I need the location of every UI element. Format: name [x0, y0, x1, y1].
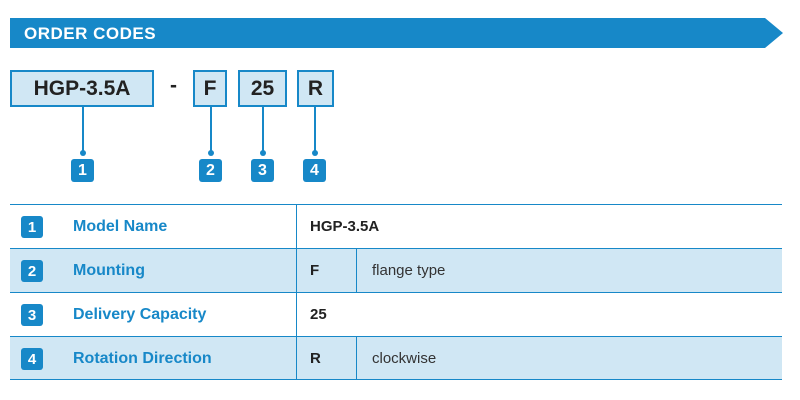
row-label: Rotation Direction — [73, 350, 212, 367]
row-code: R — [310, 350, 321, 367]
row-number-badge: 3 — [21, 304, 43, 326]
callout-line-3 — [262, 107, 264, 153]
callout-dot-2 — [208, 150, 214, 156]
column-divider — [296, 293, 297, 336]
row-number-badge: 1 — [21, 216, 43, 238]
row-label: Model Name — [73, 218, 168, 235]
code-box-rotation: R — [297, 70, 334, 107]
row-description: clockwise — [372, 350, 437, 367]
order-code-table: 1 Model Name HGP-3.5A 2 Mounting F flang… — [10, 204, 782, 380]
callout-badge-2: 2 — [199, 159, 222, 182]
column-divider — [356, 249, 357, 292]
row-number-badge: 2 — [21, 260, 43, 282]
code-box-capacity: 25 — [238, 70, 287, 107]
callout-dot-1 — [80, 150, 86, 156]
callout-dot-4 — [312, 150, 318, 156]
callout-line-2 — [210, 107, 212, 153]
table-row-capacity: 3 Delivery Capacity 25 — [10, 292, 782, 336]
table-row-rotation: 4 Rotation Direction R clockwise — [10, 336, 782, 380]
table-row-model: 1 Model Name HGP-3.5A — [10, 204, 782, 248]
row-code: F — [310, 262, 320, 279]
row-description: flange type — [372, 262, 446, 279]
table-row-mounting: 2 Mounting F flange type — [10, 248, 782, 292]
code-dash: - — [170, 74, 177, 97]
header-title: ORDER CODES — [24, 24, 157, 43]
callout-dot-3 — [260, 150, 266, 156]
callout-badge-3: 3 — [251, 159, 274, 182]
callout-badge-1: 1 — [71, 159, 94, 182]
code-box-model: HGP-3.5A — [10, 70, 154, 107]
column-divider — [296, 249, 297, 292]
row-number-badge: 4 — [21, 348, 43, 370]
order-codes-header: ORDER CODES — [10, 18, 783, 48]
callout-badge-4: 4 — [303, 159, 326, 182]
column-divider — [356, 337, 357, 379]
code-box-mounting: F — [193, 70, 227, 107]
callout-line-4 — [314, 107, 316, 153]
column-divider — [296, 337, 297, 379]
column-divider — [296, 205, 297, 248]
row-code: HGP-3.5A — [310, 218, 380, 235]
callout-line-1 — [82, 107, 84, 153]
row-code: 25 — [310, 306, 327, 323]
row-label: Mounting — [73, 262, 145, 279]
row-label: Delivery Capacity — [73, 306, 207, 323]
